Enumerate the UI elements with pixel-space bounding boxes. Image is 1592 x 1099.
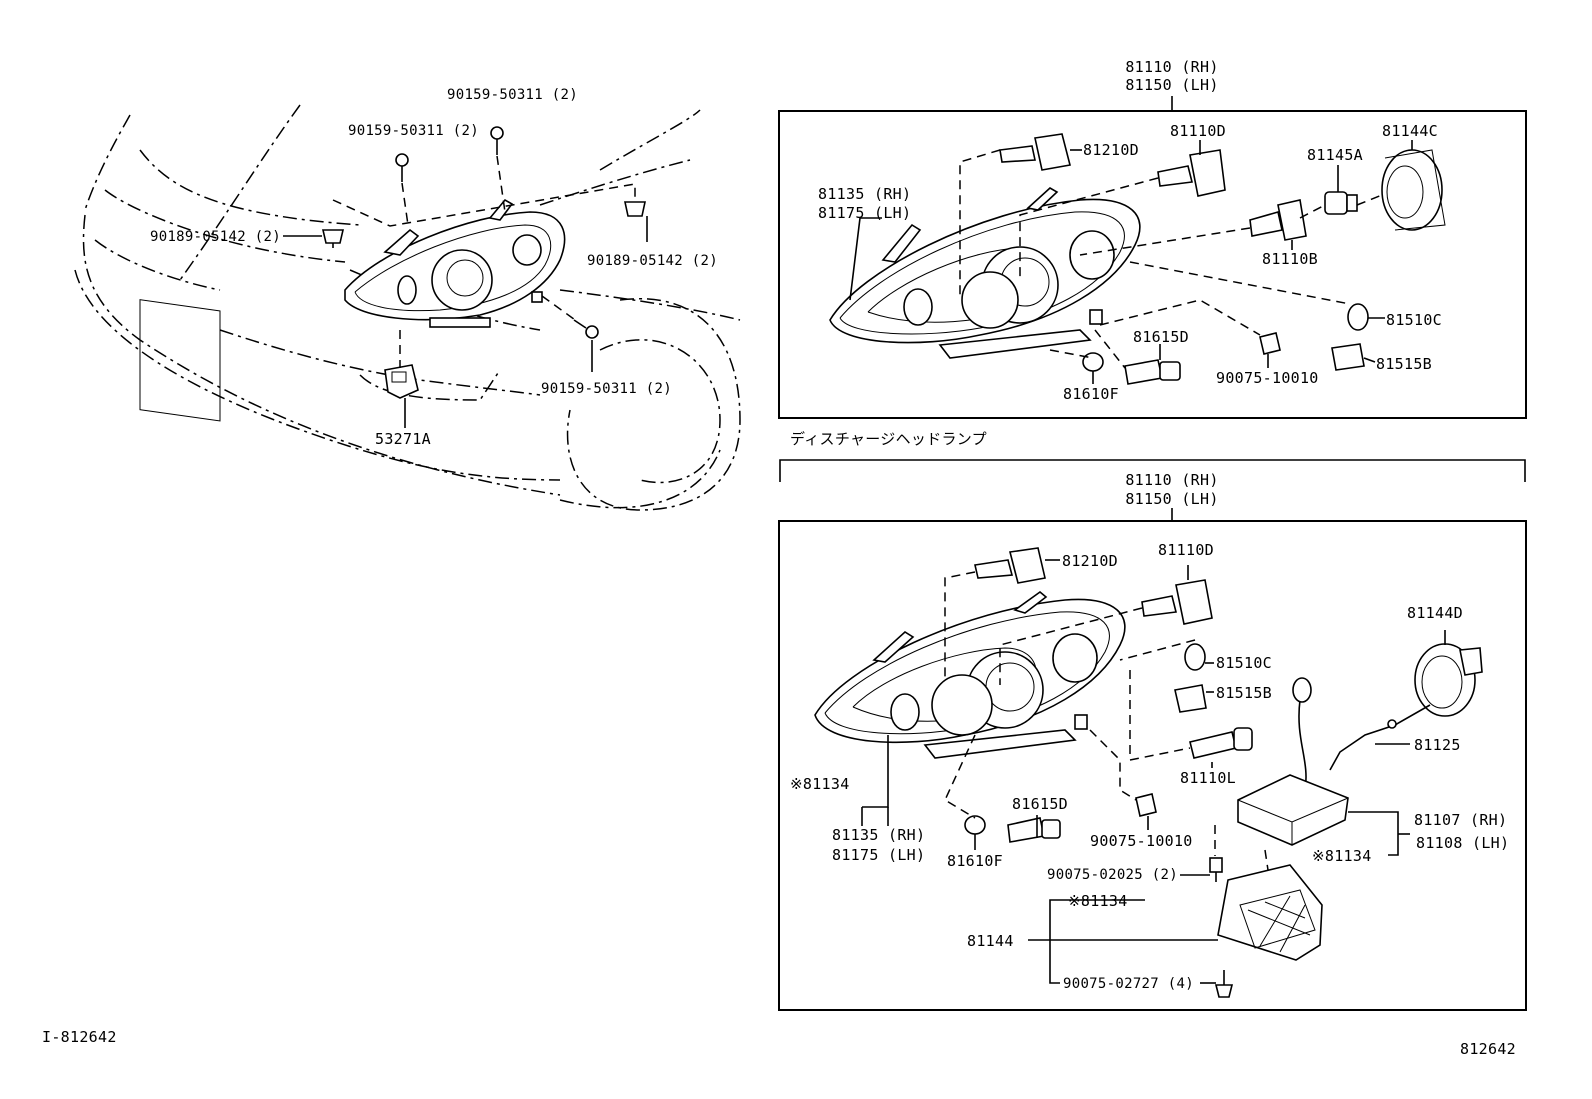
- label-bulb-side: 81510C: [1386, 311, 1442, 329]
- label-housing-lh: 81175 (LH): [818, 204, 912, 222]
- label-bolt-left: 90159-50311 (2): [348, 123, 479, 139]
- discharge-parts: [964, 547, 1483, 998]
- bulb-low-icon: [1141, 579, 1213, 625]
- label-cap: 81144C: [1382, 122, 1438, 140]
- label-socket-front: 81615D: [1133, 328, 1189, 346]
- label-bulb-low: 81110D: [1170, 122, 1226, 140]
- label-bulb-high: 81210D: [1062, 552, 1118, 570]
- label-clip-right: 90189-05142 (2): [587, 253, 718, 269]
- discharge-box: [778, 520, 1527, 1011]
- label-bracket: 53271A: [375, 430, 431, 448]
- clip-left-icon: [321, 229, 345, 248]
- socket-a-icon: [1324, 191, 1358, 215]
- label-screw-cover: 90075-02727 (4): [1063, 976, 1194, 992]
- label-ballast-note: ※81134: [1312, 847, 1372, 865]
- label-cover: 81144: [967, 932, 1014, 950]
- socket-side-icon: [1174, 684, 1207, 713]
- label-hid-bulb: 81110L: [1180, 769, 1236, 787]
- label-ballast-rh: 81107 (RH): [1414, 811, 1508, 829]
- label-cap: 81144D: [1407, 604, 1463, 622]
- bulb-side-icon: [1184, 643, 1206, 671]
- label-housing-rh: 81135 (RH): [818, 185, 912, 203]
- clip-right-icon: [624, 201, 646, 217]
- label-cord: 81125: [1414, 736, 1461, 754]
- grommet-icon: [1135, 793, 1157, 817]
- cord-icon: [1329, 704, 1431, 771]
- discharge-title-rh: 81110 (RH): [1125, 471, 1219, 489]
- label-bolt-top: 90159-50311 (2): [447, 87, 578, 103]
- socket-front-icon: [1124, 359, 1181, 385]
- socket-b-icon: [1249, 199, 1307, 241]
- halogen-title-lh: 81150 (LH): [1125, 76, 1219, 94]
- halogen-box: [778, 110, 1527, 419]
- hid-bulb-icon: [1189, 727, 1253, 759]
- socket-side-icon: [1331, 343, 1365, 371]
- halogen-leaders: [849, 140, 1413, 384]
- label-bulb-front: 81610F: [1063, 385, 1119, 403]
- bulb-high-icon: [974, 547, 1046, 584]
- bolt-lower-icon: [573, 319, 599, 339]
- bracket-icon: [384, 364, 419, 399]
- label-socket-side: 81515B: [1376, 355, 1432, 373]
- screw-small-icon: [1209, 857, 1223, 882]
- ignitor-lead-icon: [1292, 677, 1312, 791]
- screw-cover-icon: [1214, 970, 1234, 998]
- bolt-left-icon: [395, 153, 409, 182]
- cover-icon: [1217, 864, 1323, 961]
- label-cover-note: ※81134: [1068, 892, 1128, 910]
- discharge-leaders: [861, 559, 1446, 984]
- overview-fasteners: [321, 126, 646, 399]
- discharge-heading: ディスチャージヘッドランプ: [790, 430, 987, 448]
- label-bulb-low: 81110D: [1158, 541, 1214, 559]
- label-bulb-side: 81510C: [1216, 654, 1272, 672]
- label-socket-front: 81615D: [1012, 795, 1068, 813]
- halogen-title-rh: 81110 (RH): [1125, 58, 1219, 76]
- footer-right-code: 812642: [1460, 1040, 1516, 1058]
- label-housing-rh: 81135 (RH): [832, 826, 926, 844]
- vehicle-front-outline: [74, 104, 741, 511]
- label-socket-a: 81145A: [1307, 146, 1363, 164]
- label-housing-note: ※81134: [790, 775, 850, 793]
- label-bulb-front: 81610F: [947, 852, 1003, 870]
- label-bolt-lower: 90159-50311 (2): [541, 381, 672, 397]
- ballast-icon: [1237, 774, 1349, 846]
- label-housing-lh: 81175 (LH): [832, 846, 926, 864]
- bulb-high-icon: [999, 133, 1071, 171]
- discharge-headlamp-assembly: [814, 590, 1126, 759]
- label-socket-side: 81515B: [1216, 684, 1272, 702]
- grommet-icon: [1259, 332, 1281, 355]
- label-clip-left: 90189-05142 (2): [150, 229, 281, 245]
- label-socket-b: 81110B: [1262, 250, 1318, 268]
- label-bulb-high: 81210D: [1083, 141, 1139, 159]
- bulb-side-icon: [1347, 303, 1369, 331]
- overview-headlamp: [344, 198, 566, 328]
- label-grommet: 90075-10010: [1090, 832, 1193, 850]
- label-screw-small: 90075-02025 (2): [1047, 867, 1178, 883]
- halogen-headlamp-assembly: [829, 187, 1141, 359]
- bolt-top-icon: [490, 126, 504, 155]
- label-ballast-lh: 81108 (LH): [1416, 834, 1510, 852]
- bulb-low-icon: [1157, 149, 1226, 197]
- socket-front-icon: [1007, 817, 1061, 843]
- label-grommet: 90075-10010: [1216, 369, 1319, 387]
- halogen-bulbs: [999, 133, 1446, 385]
- footer-left-code: I-812642: [42, 1028, 117, 1046]
- discharge-title-lh: 81150 (LH): [1125, 490, 1219, 508]
